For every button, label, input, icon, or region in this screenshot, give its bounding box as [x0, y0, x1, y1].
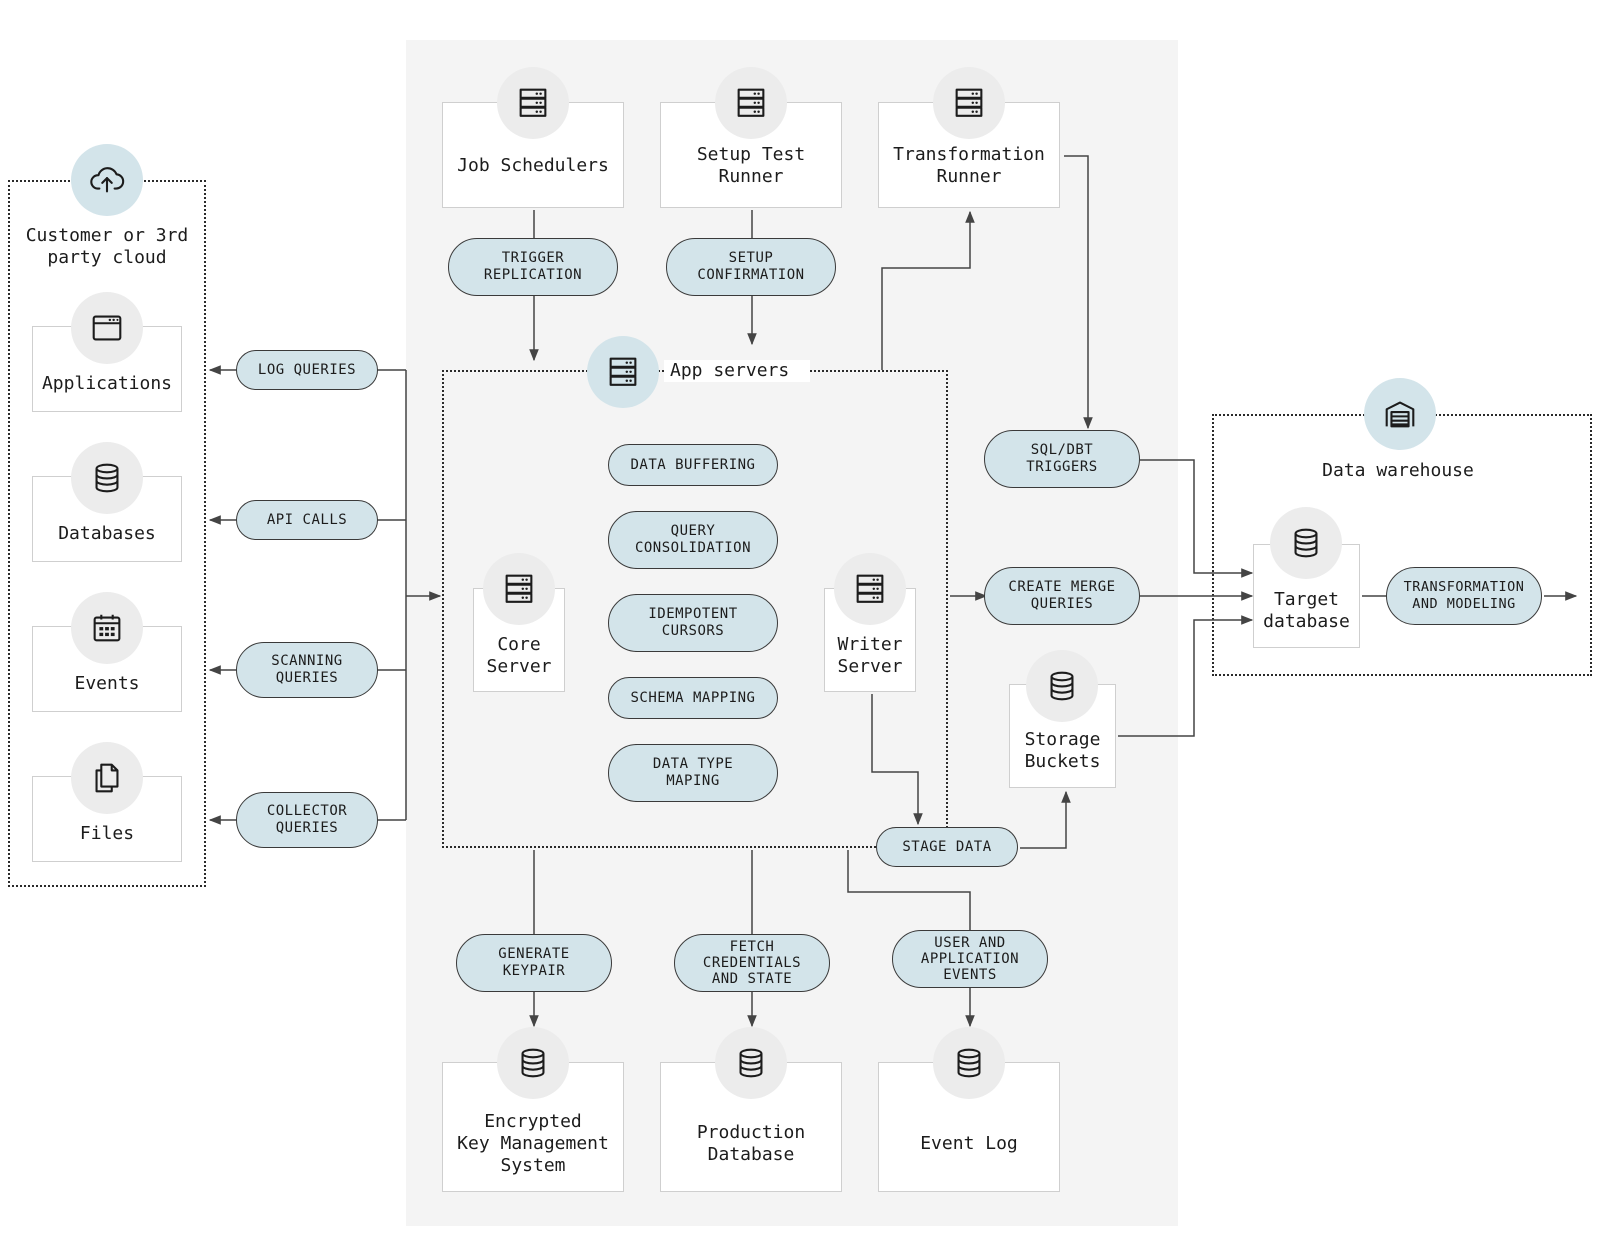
edge-label-log-queries: LOG QUERIES [236, 350, 378, 390]
database-icon [1026, 650, 1098, 722]
files-icon [71, 742, 143, 814]
node-storage-buckets-label: Storage Buckets [1024, 729, 1101, 772]
node-job-schedulers-label: Job Schedulers [457, 155, 609, 176]
node-event-log-label: Event Log [920, 1133, 1018, 1154]
database-icon [933, 1027, 1005, 1099]
database-icon [497, 1027, 569, 1099]
edge-label-stage-data: STAGE DATA [876, 827, 1018, 867]
edge-stage-to-storage [1020, 790, 1071, 849]
server-icon [715, 67, 787, 139]
database-icon [71, 442, 143, 514]
edge-label-user-app-events: USER AND APPLICATION EVENTS [892, 930, 1048, 988]
edge-label-collector-queries: COLLECTOR QUERIES [236, 792, 378, 848]
server-icon [933, 67, 1005, 139]
edge-label-transformation-and-modeling: TRANSFORMATION AND MODELING [1386, 567, 1542, 625]
node-databases-label: Databases [58, 523, 156, 544]
capability-schema-mapping: SCHEMA MAPPING [608, 677, 778, 719]
warehouse-group-label: Data warehouse [1310, 460, 1486, 482]
capability-data-type-maping: DATA TYPE MAPING [608, 744, 778, 802]
node-core-server-label: Core Server [486, 634, 552, 677]
database-icon [1270, 507, 1342, 579]
node-events-label: Events [74, 673, 140, 694]
edge-label-sql-dbt-triggers: SQL/DBT TRIGGERS [984, 430, 1140, 488]
browser-window-icon [71, 292, 143, 364]
node-files-label: Files [79, 823, 135, 844]
node-setup-test-runner-label: Setup Test Runner [696, 144, 806, 187]
edge-sql-to-target [1140, 459, 1254, 578]
edge-label-trigger-replication: TRIGGER REPLICATION [448, 238, 618, 296]
edge-sql-dbt-triggers [1064, 155, 1093, 430]
node-transformation-runner-label: Transformation Runner [893, 144, 1045, 187]
edge-label-setup-confirmation: SETUP CONFIRMATION [666, 238, 836, 296]
server-icon [497, 67, 569, 139]
edge-writer-to-stage [871, 694, 923, 826]
cloud-group-label: Customer or 3rd party cloud [22, 225, 192, 269]
node-databases: Databases [32, 476, 182, 562]
node-production-database-label: Production Database [696, 1122, 806, 1165]
capability-data-buffering: DATA BUFFERING [608, 444, 778, 486]
edge-label-generate-keypair: GENERATE KEYPAIR [456, 934, 612, 992]
app-servers-icon [587, 336, 659, 408]
capability-query-consolidation: QUERY CONSOLIDATION [608, 511, 778, 569]
server-icon [483, 553, 555, 625]
node-target-database-label: Target database [1263, 589, 1350, 632]
node-encrypted-kms-label: Encrypted Key Management System [457, 1111, 609, 1176]
calendar-icon [71, 592, 143, 664]
cloud-upload-icon [71, 144, 143, 216]
node-encrypted-kms: Encrypted Key Management System [442, 1062, 624, 1192]
database-icon [715, 1027, 787, 1099]
node-applications-label: Applications [41, 373, 173, 394]
edge-label-scanning-queries: SCANNING QUERIES [236, 642, 378, 698]
node-writer-server-label: Writer Server [837, 634, 903, 677]
edge-storage-to-target [1118, 615, 1254, 737]
edge-label-api-calls: API CALLS [236, 500, 378, 540]
capability-idempotent-cursors: IDEMPOTENT CURSORS [608, 594, 778, 652]
app-servers-label: App servers [664, 360, 810, 382]
edge-label-fetch-credentials: FETCH CREDENTIALS AND STATE [674, 934, 830, 992]
server-icon [834, 553, 906, 625]
warehouse-icon [1364, 378, 1436, 450]
edge-label-create-merge-queries: CREATE MERGE QUERIES [984, 567, 1140, 625]
edge-to-transformation-runner [881, 210, 975, 370]
